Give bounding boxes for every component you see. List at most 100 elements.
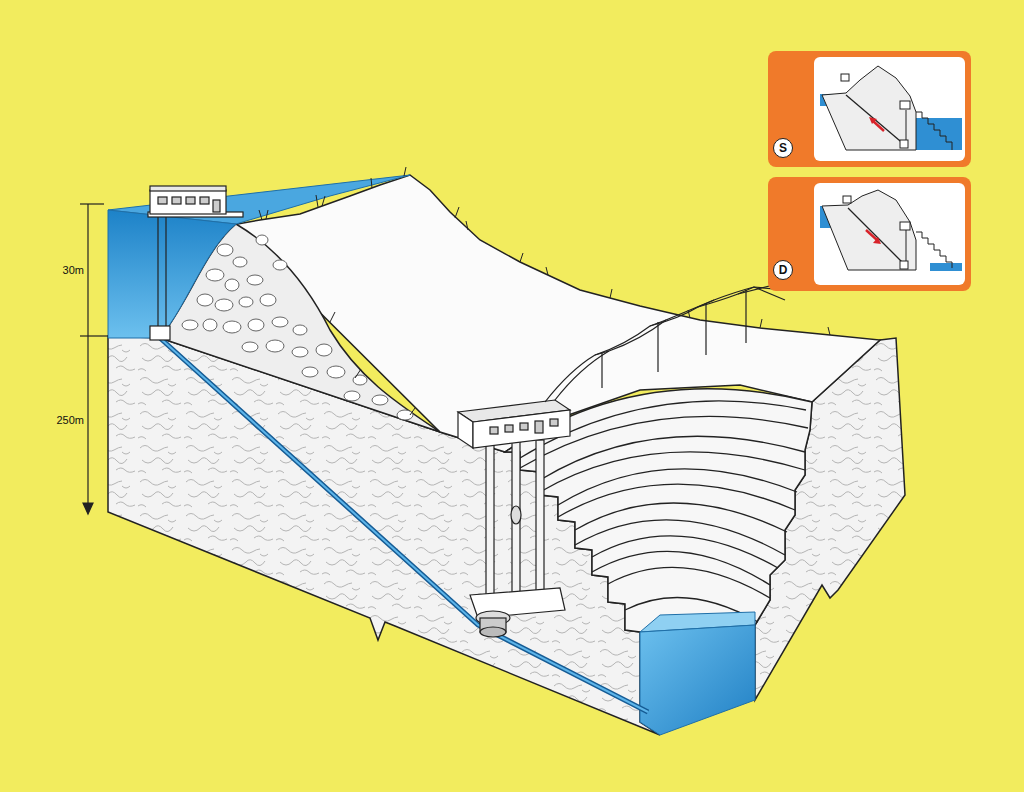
- dimension-line: [80, 204, 108, 514]
- switch-circle: D: [773, 260, 793, 280]
- illustration-part: [172, 197, 181, 204]
- illustration-part: [843, 196, 851, 203]
- illustration-part: [473, 410, 570, 448]
- illustration-part: [558, 484, 795, 517]
- illustration-part: [150, 186, 226, 191]
- illustration-part: [293, 325, 307, 335]
- illustration-part: [930, 263, 962, 271]
- illustration-part: [458, 412, 473, 448]
- illustration-part: [83, 503, 93, 514]
- illustration-part: [520, 423, 528, 430]
- illustration-part: [906, 228, 907, 266]
- illustration-part: [512, 440, 520, 600]
- illustration-part: [87, 204, 88, 504]
- illustration-part: [259, 167, 830, 415]
- illustration-part: [215, 299, 233, 311]
- illustration-part: [327, 366, 345, 378]
- illustration-part: [239, 297, 253, 307]
- illustration-part: [353, 375, 367, 385]
- illustration-part: [601, 352, 602, 388]
- powerhouse: [458, 400, 570, 637]
- illustration-part: [822, 66, 916, 150]
- illustration-part: [266, 340, 284, 352]
- illustration-part: [80, 203, 104, 204]
- illustration-part: [814, 57, 965, 161]
- illustration-part: [873, 121, 884, 131]
- illustration-part: [480, 627, 506, 637]
- illustration-part: [505, 425, 513, 432]
- dimension-label: 250m: [56, 414, 84, 426]
- dimension-label: 30m: [63, 264, 84, 276]
- illustration-part: [165, 216, 166, 330]
- illustration-part: [745, 290, 746, 343]
- illustration-part: [916, 118, 962, 150]
- illustration-part: [873, 237, 881, 244]
- illustration-part: [225, 279, 239, 291]
- upper-reservoir-surface: [108, 175, 410, 224]
- illustration-part: [550, 419, 558, 426]
- illustration-part: [182, 320, 198, 330]
- illustration-part: [768, 177, 971, 291]
- illustration-part: [233, 257, 247, 267]
- illustration-part: [869, 117, 877, 124]
- illustration-part: [248, 319, 264, 331]
- illustration-part: [545, 282, 785, 402]
- switch-letter: S: [779, 142, 787, 154]
- illustration-part: [213, 200, 220, 212]
- illustration-part: [900, 222, 910, 230]
- illustration-part: [540, 436, 805, 480]
- illustration-part: [150, 326, 170, 340]
- inset-discharge: [768, 177, 971, 291]
- illustration-part: [150, 190, 226, 214]
- illustration-part: [608, 567, 770, 598]
- illustration-part: [657, 322, 658, 372]
- illustration-part: [900, 101, 910, 109]
- switch-letter: D: [779, 264, 788, 276]
- illustration-part: [158, 197, 167, 204]
- illustration-part: [848, 208, 906, 266]
- illustration-part: [822, 190, 916, 270]
- illustration-part: [916, 112, 952, 150]
- penstock-highlight: [160, 338, 648, 712]
- illustration-part: [511, 506, 521, 524]
- illustration-part: [705, 303, 706, 355]
- illustration-part: [292, 347, 308, 357]
- penstock: [160, 338, 648, 712]
- illustration-part: [223, 321, 241, 333]
- illustration-part: [302, 367, 318, 377]
- illustration-part: [540, 452, 805, 492]
- intake-structure: [148, 186, 243, 340]
- illustration-part: [866, 230, 877, 240]
- illustration-part: [846, 95, 906, 146]
- illustration-part: [916, 232, 952, 268]
- illustration-part: [486, 440, 494, 610]
- switch-circle: S: [773, 138, 793, 158]
- lower-reservoir: [640, 625, 755, 735]
- illustration-part: [203, 319, 217, 331]
- illustration-part: [186, 197, 195, 204]
- illustration-part: [900, 140, 908, 148]
- illustration-part: [197, 294, 213, 306]
- illustration-part: [206, 269, 224, 281]
- illustration-part: [555, 287, 785, 400]
- illustration-part: [316, 344, 332, 356]
- power-lines: [545, 282, 785, 402]
- illustration-part: [217, 244, 233, 256]
- illustration-part: [536, 440, 544, 595]
- grass: [259, 167, 830, 415]
- illustration-part: [768, 51, 971, 167]
- illustration-part: [260, 294, 276, 306]
- illustration-part: [841, 74, 849, 81]
- illustration-part: [242, 342, 258, 352]
- illustration-part: [814, 183, 965, 285]
- illustration-part: [344, 391, 360, 401]
- illustration-part: [247, 275, 263, 285]
- illustration-part: [80, 335, 108, 336]
- illustration-part: [372, 395, 388, 405]
- illustration-part: [490, 427, 498, 434]
- illustration-part: [157, 216, 158, 330]
- inset-storage: [768, 51, 971, 167]
- illustration-part: [272, 317, 288, 327]
